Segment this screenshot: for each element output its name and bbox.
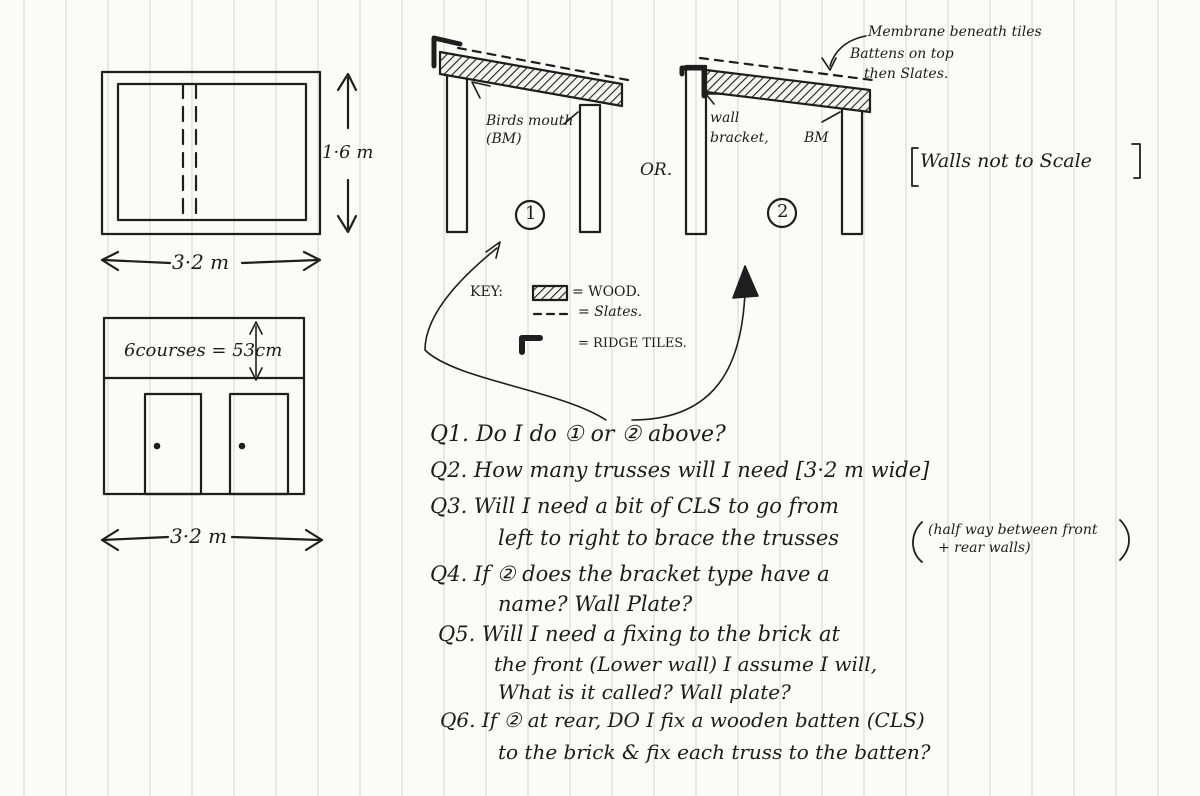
elevation-width-label: 3·2 m xyxy=(170,524,228,548)
membrane-note-3: then Slates. xyxy=(864,66,949,82)
membrane-note-2: Battens on top xyxy=(850,46,954,62)
question-5-line2: the front (Lower wall) I assume I will, xyxy=(494,652,878,676)
membrane-note-1: Membrane beneath tiles xyxy=(868,24,1042,40)
scale-note: Walls not to Scale xyxy=(920,150,1092,172)
plan-view xyxy=(100,70,322,236)
key-slates: = Slates. xyxy=(578,304,643,320)
question-4-line1: Q4. If ② does the bracket type have a xyxy=(430,562,830,586)
wall-bracket-label-1: wall xyxy=(710,110,740,126)
q3-aside-paren-close xyxy=(1119,519,1130,561)
question-3-aside-1: (half way between front xyxy=(928,522,1098,538)
key-title: KEY: xyxy=(470,284,503,300)
option1-number: 1 xyxy=(525,203,537,224)
option2-number: 2 xyxy=(777,201,789,222)
question-3-line1: Q3. Will I need a bit of CLS to go from xyxy=(430,494,839,518)
key-symbols xyxy=(519,284,570,355)
bm-label: BM xyxy=(804,130,829,146)
courses-label: 6courses = 53cm xyxy=(124,340,283,361)
birdsmouth-label: Birds mouth (BM) xyxy=(486,113,574,147)
question-1: Q1. Do I do ① or ② above? xyxy=(430,422,726,447)
front-elevation xyxy=(102,316,306,496)
plan-height-label: 1·6 m xyxy=(322,142,374,163)
question-6-line2: to the brick & fix each truss to the bat… xyxy=(498,740,931,764)
question-6-line1: Q6. If ② at rear, DO I fix a wooden batt… xyxy=(440,708,925,732)
elevation-width-arrow xyxy=(100,528,324,552)
plan-width-arrow xyxy=(100,250,322,272)
key-ridge: = RIDGE TILES. xyxy=(578,336,687,351)
question-4-line2: name? Wall Plate? xyxy=(498,592,693,616)
option2-drawing xyxy=(679,56,874,236)
question-5-line3: What is it called? Wall plate? xyxy=(498,680,791,704)
pointer-arrows xyxy=(424,241,759,421)
question-5-line1: Q5. Will I need a fixing to the brick at xyxy=(438,622,840,646)
scale-note-brackets xyxy=(911,143,1141,187)
question-3-aside-2: + rear walls) xyxy=(938,540,1031,556)
plan-width-label: 3·2 m xyxy=(172,250,230,274)
q3-aside-paren-open xyxy=(912,521,923,563)
or-label: OR. xyxy=(640,160,673,180)
option1-drawing xyxy=(431,35,630,234)
membrane-arrow xyxy=(821,35,867,71)
question-2: Q2. How many trusses will I need [3·2 m … xyxy=(430,458,930,482)
plan-height-arrow xyxy=(336,72,358,234)
question-3-line2: left to right to brace the trusses xyxy=(498,526,840,550)
key-wood: = WOOD. xyxy=(572,284,641,300)
ruled-lines xyxy=(23,0,1159,796)
wall-bracket-label-2: bracket, xyxy=(710,130,769,146)
